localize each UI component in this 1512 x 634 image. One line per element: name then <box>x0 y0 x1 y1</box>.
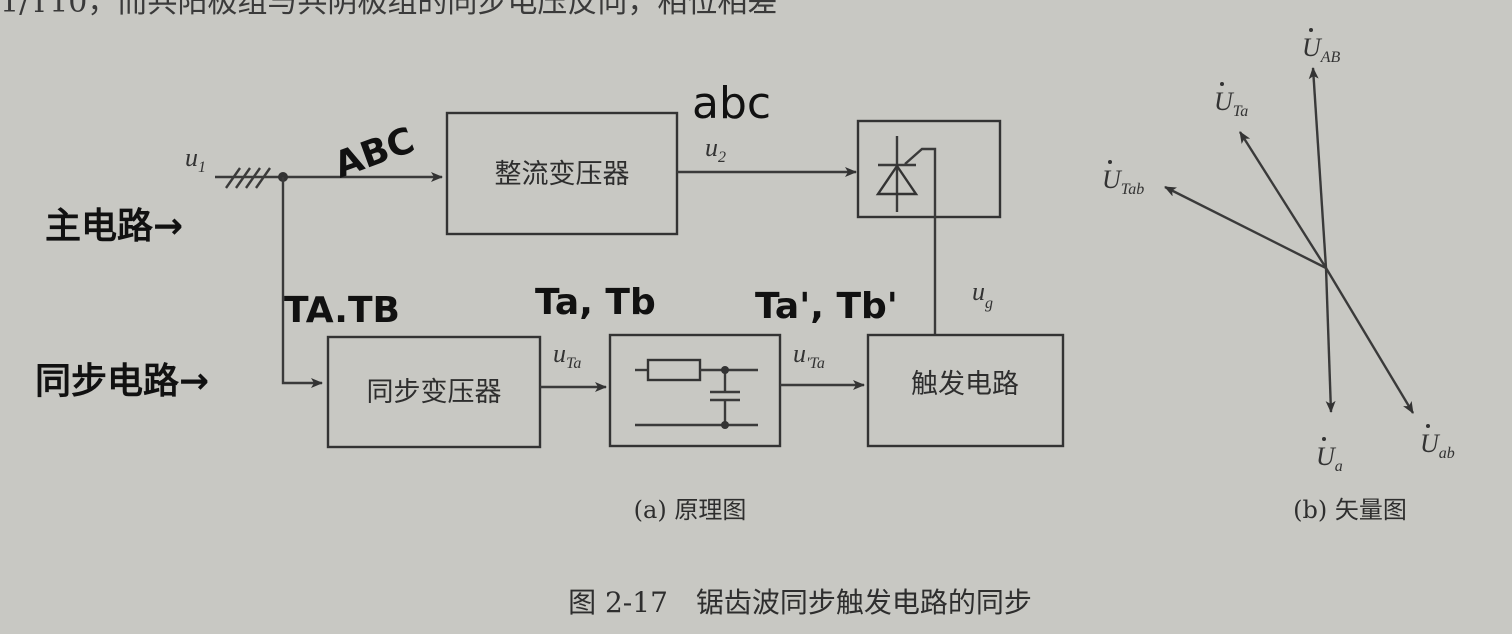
label-UAB: UAB <box>1302 28 1341 66</box>
thyristor-icon <box>875 136 937 335</box>
vector-Uab <box>1324 267 1415 414</box>
handwritten-abc-lower: abc <box>692 78 771 129</box>
top-text-line: 1/T10，而共阳极组与共阴极组的同步电压反向，相位相差 <box>0 0 777 20</box>
u2-label: u2 <box>705 133 726 166</box>
rectifier-transformer-block <box>445 111 679 236</box>
handwritten-ta-tb: TA.TB <box>284 290 400 331</box>
rc-filter-block <box>608 333 782 448</box>
label-Ua: Ua <box>1316 437 1343 475</box>
vector-diagram: UAB UTa UTab Ua Uab (b) 矢量图 <box>1102 28 1455 524</box>
vector-Ua <box>1324 267 1336 413</box>
handwritten-main-circuit: 主电路→ <box>45 206 183 247</box>
rc-filter-icon <box>635 358 758 429</box>
rectifier-transformer-label: 整流变压器 <box>495 159 630 190</box>
label-UTab: UTab <box>1102 160 1144 198</box>
sync-transformer-label: 同步变压器 <box>367 377 502 408</box>
trigger-circuit-label: 触发电路 <box>911 369 1019 400</box>
schematic-diagram: u1 整流变压器 u2 ug 同步变压器 uTa <box>35 78 1065 524</box>
caption-a: (a) 原理图 <box>634 496 747 524</box>
thyristor-block <box>856 119 1002 219</box>
svg-text:UTa: UTa <box>1214 87 1248 120</box>
uTa-label: uTa <box>553 339 581 372</box>
svg-text:Ua: Ua <box>1316 442 1343 475</box>
uTa-prime-label: u'Ta <box>793 339 825 372</box>
figure-caption: 图 2-17 锯齿波同步触发电路的同步 <box>568 586 1032 619</box>
handwritten-ta-tb-lower: Ta, Tb <box>535 282 656 323</box>
label-UTa: UTa <box>1214 82 1248 120</box>
handwritten-sync-circuit: 同步电路→ <box>35 361 209 402</box>
sync-branch-line <box>281 177 323 388</box>
handwritten-ta-tb-prime: Ta', Tb' <box>755 286 898 327</box>
caption-b: (b) 矢量图 <box>1293 496 1407 524</box>
sync-transformer-block <box>326 335 542 449</box>
svg-text:UTab: UTab <box>1102 165 1144 198</box>
three-phase-hash-marks <box>225 167 271 189</box>
label-Uab: Uab <box>1420 424 1455 462</box>
vector-UTa <box>1238 131 1328 269</box>
svg-text:UAB: UAB <box>1302 33 1341 66</box>
vector-UAB <box>1308 67 1328 269</box>
trigger-circuit-block <box>866 333 1065 448</box>
vector-UTab <box>1164 185 1327 270</box>
svg-text:Uab: Uab <box>1420 429 1455 462</box>
u1-label: u1 <box>185 143 206 176</box>
ug-label: ug <box>972 277 993 312</box>
